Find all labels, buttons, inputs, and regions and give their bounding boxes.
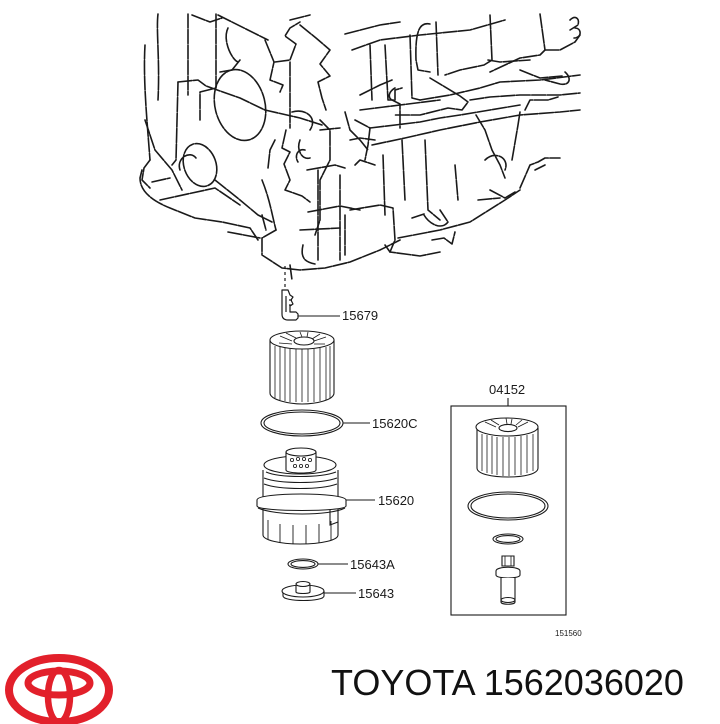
callout-15620: 15620 [378,493,415,508]
part-15620c-o-ring [260,409,370,437]
callout-15643: 15643 [358,586,395,601]
figure-id: 151560 [555,629,582,638]
part-15643-drain-plug [281,580,356,602]
part-caption: TOYOTA 1562036020 [331,665,684,701]
part-filter-element [269,330,335,405]
kit-drain-fitting [495,555,521,605]
callout-04152: 04152 [489,382,526,397]
part-15643a-gasket [287,558,348,570]
toyota-logo-icon [5,654,113,724]
caption-brand: TOYOTA [331,662,474,703]
callout-15620c: 15620C [372,416,418,431]
kit-04152-box [450,398,567,616]
kit-o-ring [467,491,549,521]
part-15620-filter-cap [256,447,375,545]
callout-15643a: 15643A [350,557,395,572]
kit-filter-element [475,417,539,478]
caption-part-number: 1562036020 [483,662,684,703]
engine-block-drawing [139,13,581,281]
kit-small-gasket [492,533,524,545]
callout-15679: 15679 [342,308,379,323]
part-15679-drain-pipe [281,289,340,321]
